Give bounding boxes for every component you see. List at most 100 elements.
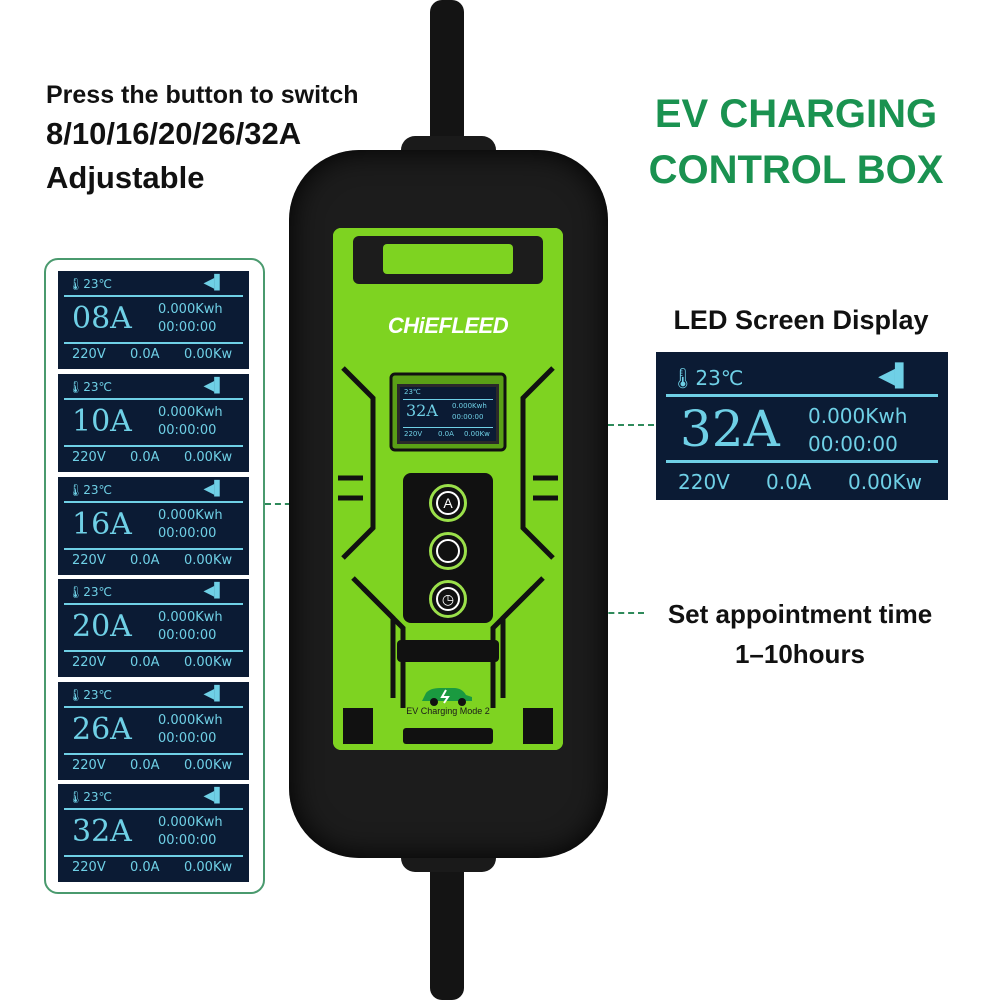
screen-volt: 220V: [72, 347, 106, 362]
thermometer-icon: 🌡: [68, 585, 84, 599]
screen-kwh: 0.000Kwh: [158, 405, 223, 420]
plug-icon: ◀▌: [203, 686, 225, 702]
screen-power: 0.00Kw: [184, 450, 233, 465]
brand-logo: CHiEFLEED: [387, 313, 509, 338]
screen-temp: 🌡23℃: [68, 585, 112, 599]
mini-volt: 220V: [404, 430, 423, 438]
screen-temp-value: 23℃: [83, 277, 112, 291]
thermometer-icon: 🌡: [68, 688, 84, 702]
car-icon: [422, 688, 472, 706]
big-current: 0.0A: [766, 470, 812, 494]
power-button[interactable]: [429, 532, 467, 570]
mini-kwh: 0.000Kwh: [452, 402, 487, 410]
screen-amp: 10A: [72, 404, 132, 439]
screen-power: 0.00Kw: [184, 655, 233, 670]
screen-divider: [64, 650, 243, 652]
screen-divider: [64, 603, 243, 605]
thermometer-icon: 🌡: [68, 380, 84, 394]
big-time: 00:00:00: [808, 432, 898, 456]
screen-kwh: 0.000Kwh: [158, 713, 223, 728]
screen-time: 00:00:00: [158, 833, 217, 848]
screen-temp-value: 23℃: [83, 688, 112, 702]
amperage-screen: 🌡23℃ ◀▌ 32A 0.000Kwh 00:00:00 220V 0.0A 0.00Kw: [58, 784, 249, 882]
big-amp: 32A: [680, 400, 780, 458]
screen-current: 0.0A: [130, 347, 160, 362]
big-led-screen: 🌡23℃ ◀▌ 32A 0.000Kwh 00:00:00 220V 0.0A …: [656, 352, 948, 500]
clock-icon: ◷: [436, 587, 460, 611]
screen-kwh: 0.000Kwh: [158, 610, 223, 625]
screen-amp: 20A: [72, 609, 132, 644]
screen-volt: 220V: [72, 655, 106, 670]
thermometer-icon: 🌡: [670, 366, 696, 390]
screen-temp: 🌡23℃: [68, 790, 112, 804]
intro-line-3: Adjustable: [46, 160, 205, 195]
screen-divider: [64, 501, 243, 503]
intro-line-2: 8/10/16/20/26/32A: [46, 116, 302, 151]
screen-divider: [64, 706, 243, 708]
device-face: CHiEFLEED 23℃ 32A 0.000Kwh 00:00:00 220V…: [333, 228, 563, 750]
screen-temp-value: 23℃: [83, 483, 112, 497]
plug-icon: ◀▌: [203, 378, 225, 394]
thermometer-icon: 🌡: [68, 790, 84, 804]
screen-temp: 🌡23℃: [68, 688, 112, 702]
screen-divider: [64, 855, 243, 857]
amperage-button[interactable]: A: [429, 484, 467, 522]
screen-amp: 32A: [72, 814, 132, 849]
appointment-line-2: 1–10hours: [734, 639, 866, 669]
appointment-line-1: Set appointment time: [667, 599, 933, 629]
charging-mode-label: EV Charging Mode 2: [406, 706, 490, 716]
screen-divider: [64, 808, 243, 810]
plug-icon: ◀▌: [878, 364, 912, 389]
screen-volt: 220V: [72, 860, 106, 875]
screen-divider: [666, 394, 938, 397]
screen-volt: 220V: [72, 553, 106, 568]
mini-amp: 32A: [406, 401, 438, 420]
mini-current: 0.0A: [438, 430, 454, 438]
led-caption: LED Screen Display: [673, 305, 929, 335]
mini-time: 00:00:00: [452, 413, 484, 421]
screen-time: 00:00:00: [158, 731, 217, 746]
screen-divider: [403, 399, 493, 400]
screen-time: 00:00:00: [158, 423, 217, 438]
big-temp-value: 23℃: [695, 366, 744, 390]
plug-icon: ◀▌: [203, 275, 225, 291]
screen-divider: [64, 445, 243, 447]
screen-temp-value: 23℃: [83, 380, 112, 394]
screen-current: 0.0A: [130, 860, 160, 875]
mini-power: 0.00Kw: [464, 430, 490, 438]
screen-divider: [64, 342, 243, 344]
control-box: CHiEFLEED 23℃ 32A 0.000Kwh 00:00:00 220V…: [289, 136, 608, 872]
screen-divider: [64, 548, 243, 550]
screen-divider: [403, 427, 493, 428]
screen-kwh: 0.000Kwh: [158, 815, 223, 830]
screen-time: 00:00:00: [158, 320, 217, 335]
plug-icon: ◀▌: [203, 788, 225, 804]
big-power: 0.00Kw: [848, 470, 923, 494]
power-icon: [436, 539, 460, 563]
plug-icon: ◀▌: [203, 481, 225, 497]
device-mini-screen: 23℃ 32A 0.000Kwh 00:00:00 220V 0.0A 0.00…: [397, 384, 499, 444]
screen-volt: 220V: [72, 758, 106, 773]
screen-divider: [64, 753, 243, 755]
screen-power: 0.00Kw: [184, 553, 233, 568]
screen-current: 0.0A: [130, 450, 160, 465]
screen-divider: [666, 460, 938, 463]
title-line-2: CONTROL BOX: [648, 148, 944, 192]
mini-temp: 23℃: [404, 388, 421, 396]
screen-temp: 🌡23℃: [68, 277, 112, 291]
screen-divider: [64, 398, 243, 400]
screen-amp: 08A: [72, 301, 132, 336]
intro-text: Press the button to switch 8/10/16/20/26…: [46, 78, 359, 200]
timer-button[interactable]: ◷: [429, 580, 467, 618]
plug-icon: ◀▌: [203, 583, 225, 599]
screen-temp-value: 23℃: [83, 790, 112, 804]
screen-temp: 🌡23℃: [68, 483, 112, 497]
screen-current: 0.0A: [130, 655, 160, 670]
screen-power: 0.00Kw: [184, 347, 233, 362]
screen-current: 0.0A: [130, 553, 160, 568]
screen-power: 0.00Kw: [184, 860, 233, 875]
screen-temp: 🌡23℃: [68, 380, 112, 394]
